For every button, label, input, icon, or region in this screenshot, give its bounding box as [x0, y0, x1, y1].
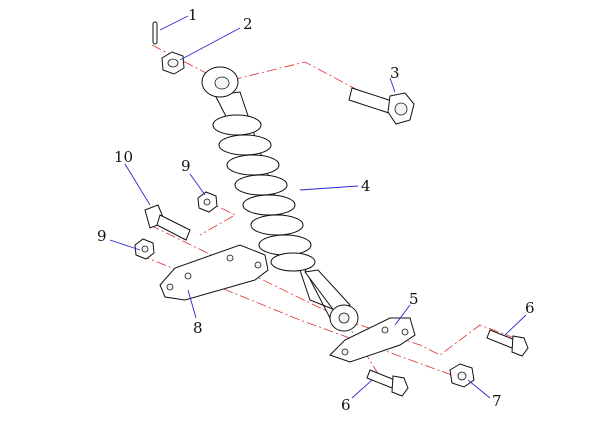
nut-upper: [197, 191, 218, 213]
callout-2: 2: [243, 15, 253, 33]
callout-5: 5: [409, 290, 419, 308]
callout-6b: 6: [341, 396, 351, 414]
bolt-upper-right: [486, 329, 529, 357]
flange-nut: [449, 363, 475, 388]
callout-9b: 9: [97, 227, 107, 245]
left-bracket: [159, 244, 269, 301]
callout-1: 1: [188, 6, 198, 24]
callout-10: 10: [114, 148, 133, 166]
shock-absorber: [201, 66, 359, 332]
callout-8: 8: [193, 319, 203, 337]
callout-4: 4: [361, 177, 371, 195]
callout-3: 3: [390, 64, 400, 82]
right-bracket: [329, 317, 416, 363]
spring: [212, 114, 316, 272]
callout-9a: 9: [181, 157, 191, 175]
left-bolt: [144, 204, 191, 241]
castle-nut: [161, 51, 185, 75]
callout-6a: 6: [525, 299, 535, 317]
nut-left: [134, 238, 155, 260]
leader-lines: [109, 15, 527, 399]
upper-bolt: [348, 87, 415, 125]
callout-7: 7: [492, 392, 502, 410]
cotter-pin: [152, 21, 158, 45]
bolt-lower: [366, 369, 409, 397]
